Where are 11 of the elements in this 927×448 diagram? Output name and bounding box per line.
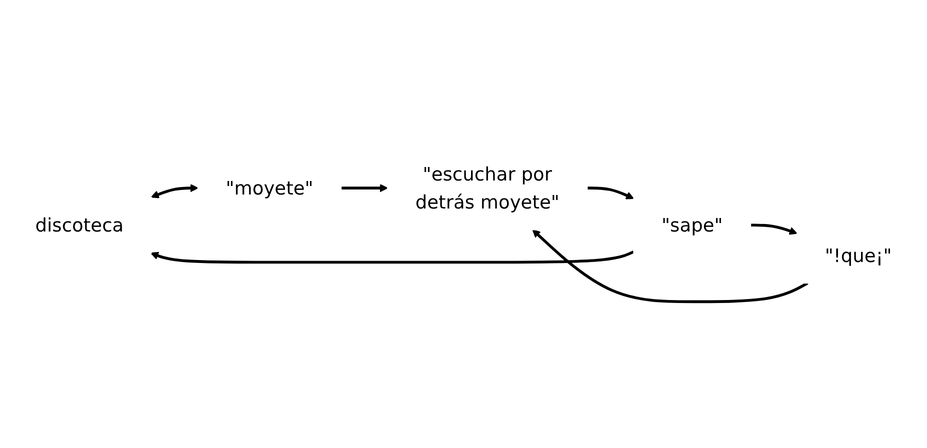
arrow — [150, 184, 198, 198]
arrow — [341, 184, 388, 192]
node-text: "sape" — [661, 214, 723, 236]
arrow — [150, 250, 634, 264]
node-text: "!que¡" — [824, 244, 892, 266]
node-text: "moyete" — [226, 176, 314, 200]
arrow — [587, 186, 634, 200]
node-text: "escuchar por detrás moyete" — [415, 163, 560, 214]
arrow — [532, 229, 808, 304]
arrow — [750, 224, 798, 235]
node-text: discoteca — [35, 214, 124, 236]
